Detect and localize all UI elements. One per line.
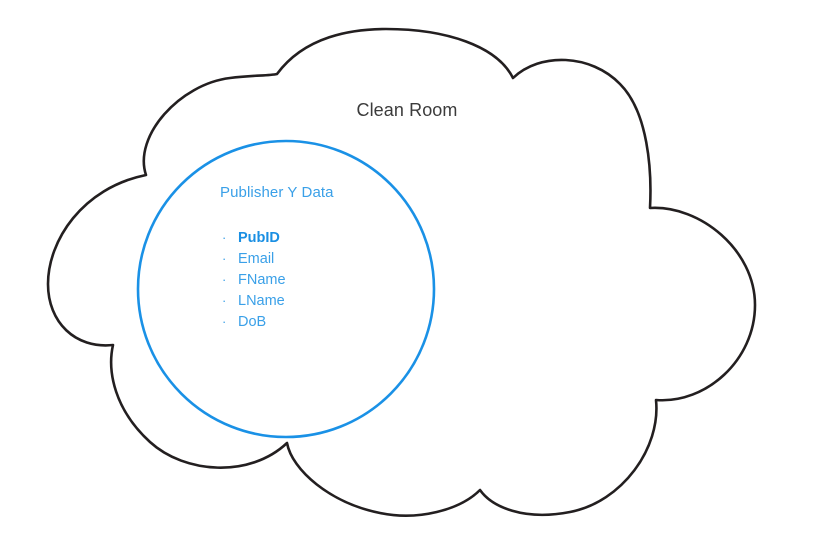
dataset-field-list: · PubID · Email · FName · LName · DoB	[222, 230, 286, 335]
dataset-field-item: · DoB	[222, 314, 286, 335]
dataset-field-label: LName	[238, 293, 285, 309]
dataset-field-label: PubID	[238, 230, 280, 246]
clean-room-label: Clean Room	[356, 100, 458, 120]
bullet-icon: ·	[222, 293, 227, 308]
publisher-y-data-circle	[136, 139, 436, 439]
bullet-icon: ·	[222, 272, 227, 287]
publisher-y-data-heading: Publisher Y Data	[220, 184, 334, 201]
dataset-field-item: · PubID	[222, 230, 286, 251]
dataset-field-label: FName	[238, 272, 286, 288]
dataset-field-item: · FName	[222, 272, 286, 293]
dataset-field-label: DoB	[238, 314, 267, 330]
dataset-field-label: Email	[238, 251, 275, 267]
bullet-icon: ·	[222, 230, 227, 245]
clean-room-cloud-shape	[46, 27, 757, 517]
dataset-field-item: · Email	[222, 251, 286, 272]
dataset-field-item: · LName	[222, 293, 286, 314]
bullet-icon: ·	[222, 251, 227, 266]
bullet-icon: ·	[222, 314, 227, 329]
